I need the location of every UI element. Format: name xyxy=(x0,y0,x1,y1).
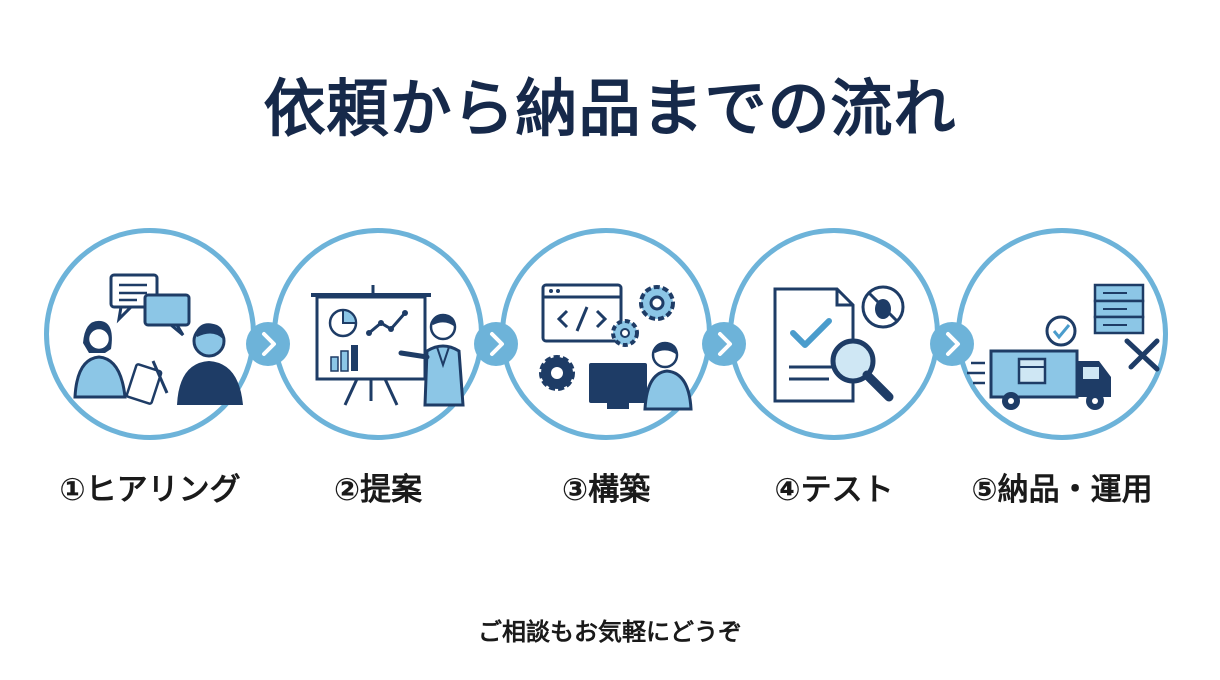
next-arrow-2 xyxy=(474,322,518,366)
page-title: 依頼から納品までの流れ xyxy=(263,72,957,145)
step-label-2: ②提案 xyxy=(333,472,423,508)
process-flow xyxy=(0,228,1220,468)
step-2-circle xyxy=(272,228,484,440)
next-arrow-4 xyxy=(930,322,974,366)
step-1-circle xyxy=(44,228,256,440)
delivery-operation-icon xyxy=(967,283,1160,410)
proposal-presentation-icon xyxy=(311,285,465,407)
step-label-1: ①ヒアリング xyxy=(59,472,241,508)
build-code-icon xyxy=(539,283,693,411)
chevron-right-icon xyxy=(262,332,276,356)
step-label-4: ④テスト xyxy=(774,472,894,508)
step-4-circle xyxy=(728,228,940,440)
next-arrow-1 xyxy=(246,322,290,366)
chevron-right-icon xyxy=(946,332,960,356)
next-arrow-3 xyxy=(702,322,746,366)
step-5-circle xyxy=(956,228,1168,440)
test-inspection-icon xyxy=(773,285,905,403)
chevron-right-icon xyxy=(718,332,732,356)
chevron-right-icon xyxy=(490,332,504,356)
step-label-5: ⑤納品・運用 xyxy=(971,472,1153,508)
hearing-icon xyxy=(73,273,243,405)
footer-message: ご相談もお気軽にどうぞ xyxy=(478,618,742,646)
step-label-3: ③構築 xyxy=(561,472,651,508)
step-3-circle xyxy=(500,228,712,440)
